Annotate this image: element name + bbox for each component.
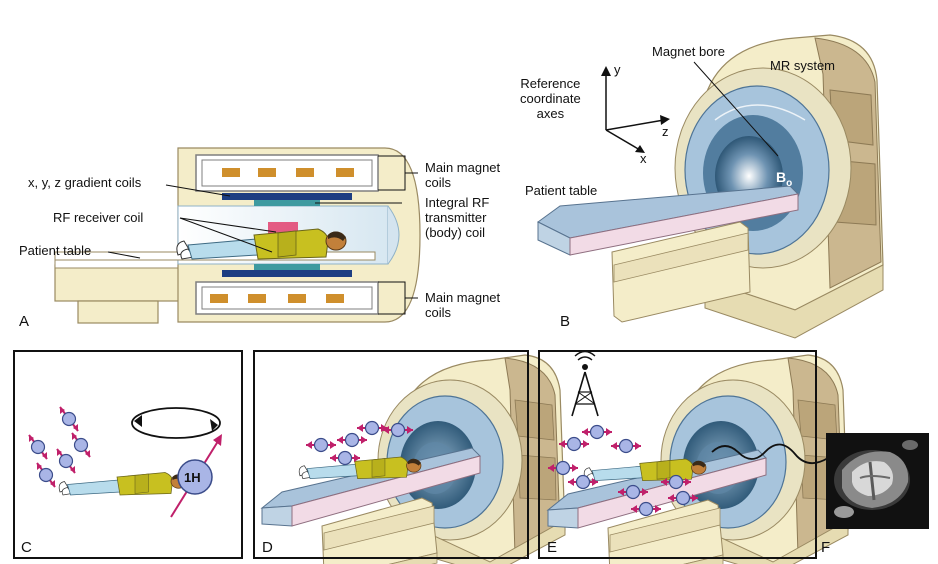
b0-field-label: Bo xyxy=(776,170,792,191)
panel-letter-b: B xyxy=(560,313,571,330)
panel-letter-c: C xyxy=(21,539,32,556)
panel-e-scanner xyxy=(547,350,849,564)
panel-a-cutaway xyxy=(54,147,421,324)
axis-x-label: x xyxy=(640,151,647,166)
magnet-bore-label: Magnet bore xyxy=(652,44,725,59)
rf-transmitter-line-2: transmitter xyxy=(425,210,487,225)
patient-table-label-b: Patient table xyxy=(525,183,598,198)
main-magnet-bottom-line-1: Main magnet xyxy=(425,290,501,305)
main-magnet-bottom-line-2: coils xyxy=(425,305,452,320)
panel-b-scanner xyxy=(537,34,884,339)
rf-antenna-icon xyxy=(571,350,599,417)
panel-letter-d: D xyxy=(262,539,273,556)
patient-table-label-a: Patient table xyxy=(19,243,92,258)
reference-axes-label: Reference coordinate axes xyxy=(520,76,581,121)
axis-z-label: z xyxy=(662,124,669,139)
panel-d-frame xyxy=(253,350,529,559)
gradient-coils-label: x, y, z gradient coils xyxy=(28,175,142,190)
rf-transmitter-line-1: Integral RF xyxy=(425,195,490,210)
b0-symbol: B xyxy=(776,169,787,185)
b0-subscript: o xyxy=(786,177,793,189)
panel-f-mr-image xyxy=(826,433,929,529)
panel-letter-e: E xyxy=(547,539,558,556)
panel-letter-f: F xyxy=(821,539,831,556)
panel-c-frame xyxy=(13,350,243,559)
mr-system-label: MR system xyxy=(770,58,835,73)
ref-axes-line-3: axes xyxy=(536,106,565,121)
hydrogen-proton-label: 1H xyxy=(184,470,201,485)
axis-y-label: y xyxy=(614,62,621,77)
main-magnet-top-line-2: coils xyxy=(425,175,452,190)
ref-axes-line-1: Reference xyxy=(520,76,581,91)
panel-c-protons xyxy=(28,406,222,518)
rf-transmitter-line-3: (body) coil xyxy=(425,225,485,240)
main-magnet-top-label: Main magnet coils xyxy=(425,160,500,190)
main-magnet-bottom-label: Main magnet coils xyxy=(425,290,500,320)
rf-transmitter-label: Integral RF transmitter (body) coil xyxy=(425,195,489,240)
main-magnet-top-line-1: Main magnet xyxy=(425,160,501,175)
rf-receiver-coil-label: RF receiver coil xyxy=(53,210,144,225)
panel-e-frame xyxy=(538,350,817,559)
panel-letter-a: A xyxy=(19,313,30,330)
ref-axes-line-2: coordinate xyxy=(520,91,581,106)
